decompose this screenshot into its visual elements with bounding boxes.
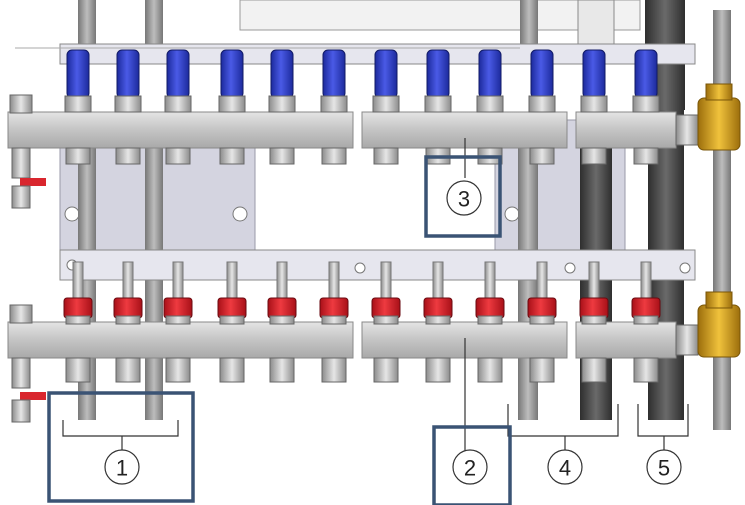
left-drain-valves <box>9 94 46 423</box>
highlight-box-1 <box>47 391 195 503</box>
callout-3-label: 3 <box>458 187 470 212</box>
supply-valve <box>632 49 660 113</box>
lower-outlet-fitting <box>321 357 347 383</box>
supply-valve <box>268 49 296 113</box>
highlight-box-2 <box>432 425 512 505</box>
supply-valve <box>64 49 92 113</box>
return-valve <box>319 261 349 325</box>
upper-outlet-fitting <box>65 147 91 165</box>
upper-outlet-fitting <box>219 147 245 165</box>
callout-1: 1 <box>104 449 140 485</box>
supply-valves <box>64 49 660 113</box>
upper-outlet-fitting <box>581 147 607 165</box>
lower-manifold <box>7 321 677 359</box>
return-valve <box>267 261 297 325</box>
lower-outlet-fitting <box>373 357 399 383</box>
supply-valve <box>320 49 348 113</box>
upper-outlet-fitting <box>373 147 399 165</box>
supply-valve <box>528 49 556 113</box>
supply-valve <box>476 49 504 113</box>
return-valves <box>63 261 661 325</box>
lower-fittings <box>65 357 659 383</box>
upper-outlet-fitting <box>529 147 555 165</box>
return-valve <box>423 261 453 325</box>
leader-lines <box>62 138 689 452</box>
upper-outlet-fitting <box>165 147 191 165</box>
upper-outlet-fitting <box>633 147 659 165</box>
upper-outlet-fitting <box>115 147 141 165</box>
lower-outlet-fitting <box>165 357 191 383</box>
callout-5: 5 <box>646 449 682 485</box>
highlight-boxes <box>47 155 512 505</box>
brass-ball-valves <box>675 83 741 358</box>
supply-valve <box>218 49 246 113</box>
lower-outlet-fitting <box>477 357 503 383</box>
return-valve <box>217 261 247 325</box>
upper-fittings <box>65 147 659 165</box>
upper-manifold <box>7 111 677 149</box>
supply-valve <box>580 49 608 113</box>
supply-valve <box>372 49 400 113</box>
supply-valve <box>114 49 142 113</box>
lower-outlet-fitting <box>65 357 91 383</box>
upper-outlet-fitting <box>269 147 295 165</box>
middle-rail <box>59 249 696 281</box>
upper-outlet-fitting <box>321 147 347 165</box>
lower-outlet-fitting <box>269 357 295 383</box>
lower-outlet-fitting <box>529 357 555 383</box>
lower-outlet-fitting <box>633 357 659 383</box>
return-valve <box>527 261 557 325</box>
callout-5-label: 5 <box>658 456 670 481</box>
lower-outlet-fitting <box>581 357 607 383</box>
supply-valve <box>164 49 192 113</box>
lower-outlet-fitting <box>219 357 245 383</box>
lower-outlet-fitting <box>115 357 141 383</box>
callout-2-label: 2 <box>464 456 476 481</box>
return-valve <box>163 261 193 325</box>
callout-4-label: 4 <box>559 456 571 481</box>
supply-valve <box>424 49 452 113</box>
return-valve <box>579 261 609 325</box>
return-valve <box>475 261 505 325</box>
callout-3: 3 <box>446 180 482 216</box>
lower-outlet-fitting <box>425 357 451 383</box>
return-valve <box>371 261 401 325</box>
return-valve <box>631 261 661 325</box>
highlight-box-3 <box>424 155 502 238</box>
top-rail <box>15 0 696 110</box>
callout-2: 2 <box>452 449 488 485</box>
return-valve <box>63 261 93 325</box>
callout-1-label: 1 <box>116 456 128 481</box>
return-valve <box>113 261 143 325</box>
callout-4: 4 <box>547 449 583 485</box>
